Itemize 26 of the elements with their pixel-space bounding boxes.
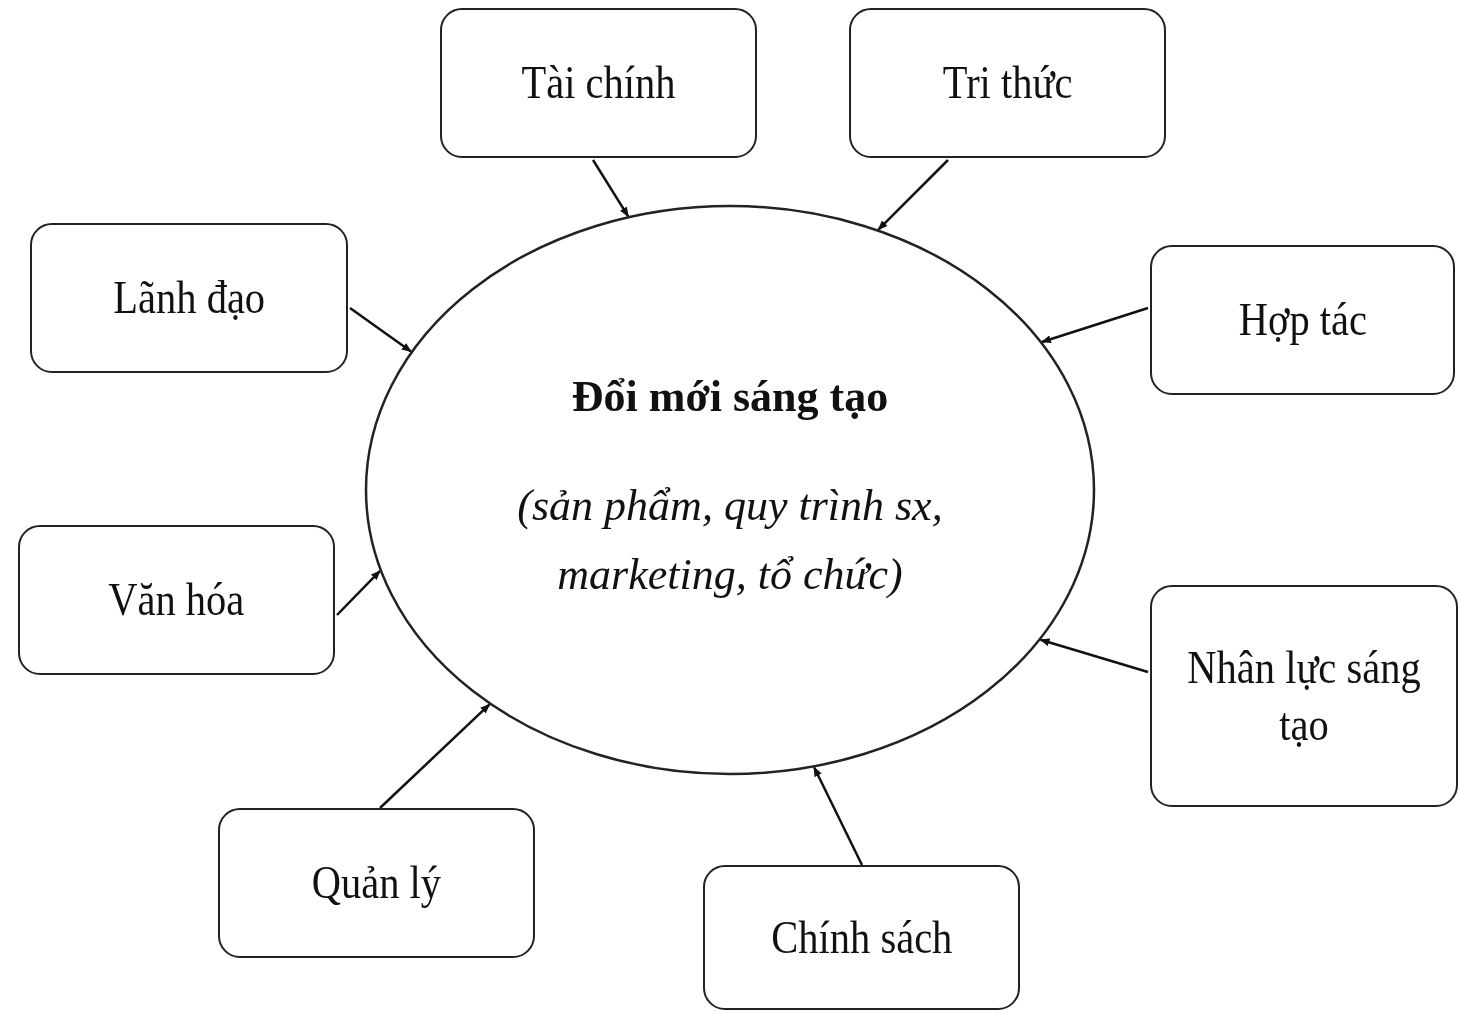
factor-label: Lãnh đạo [113,271,265,326]
factor-box [440,8,757,158]
factor-label: Tri thức [942,56,1073,111]
factor-box [18,525,335,675]
factor-label: Hợp tác [1238,293,1367,348]
arrow [877,159,949,231]
factor-label: Chính sách [771,910,952,965]
central-description: (sản phẩm, quy trình sx, marketing, tổ chức) [516,480,944,601]
arrow [336,570,381,616]
central-title: Đổi mới sáng tạo [571,371,889,423]
factor-label: Văn hóa [108,573,245,628]
factor-box [30,223,348,373]
factor-label: Tài chính [521,56,676,111]
factor-box [1150,585,1458,807]
factor-label: Quản lý [311,856,442,911]
factor-label: Nhân lực sáng tạo [1186,640,1422,752]
arrow [591,159,630,218]
factor-box [849,8,1166,158]
arrow [812,766,864,866]
factor-box [218,808,535,958]
arrow [1039,638,1149,674]
arrow [349,307,412,353]
factor-box [1150,245,1455,395]
factor-box [703,865,1020,1010]
arrow [1040,306,1149,344]
arrow [379,703,491,809]
